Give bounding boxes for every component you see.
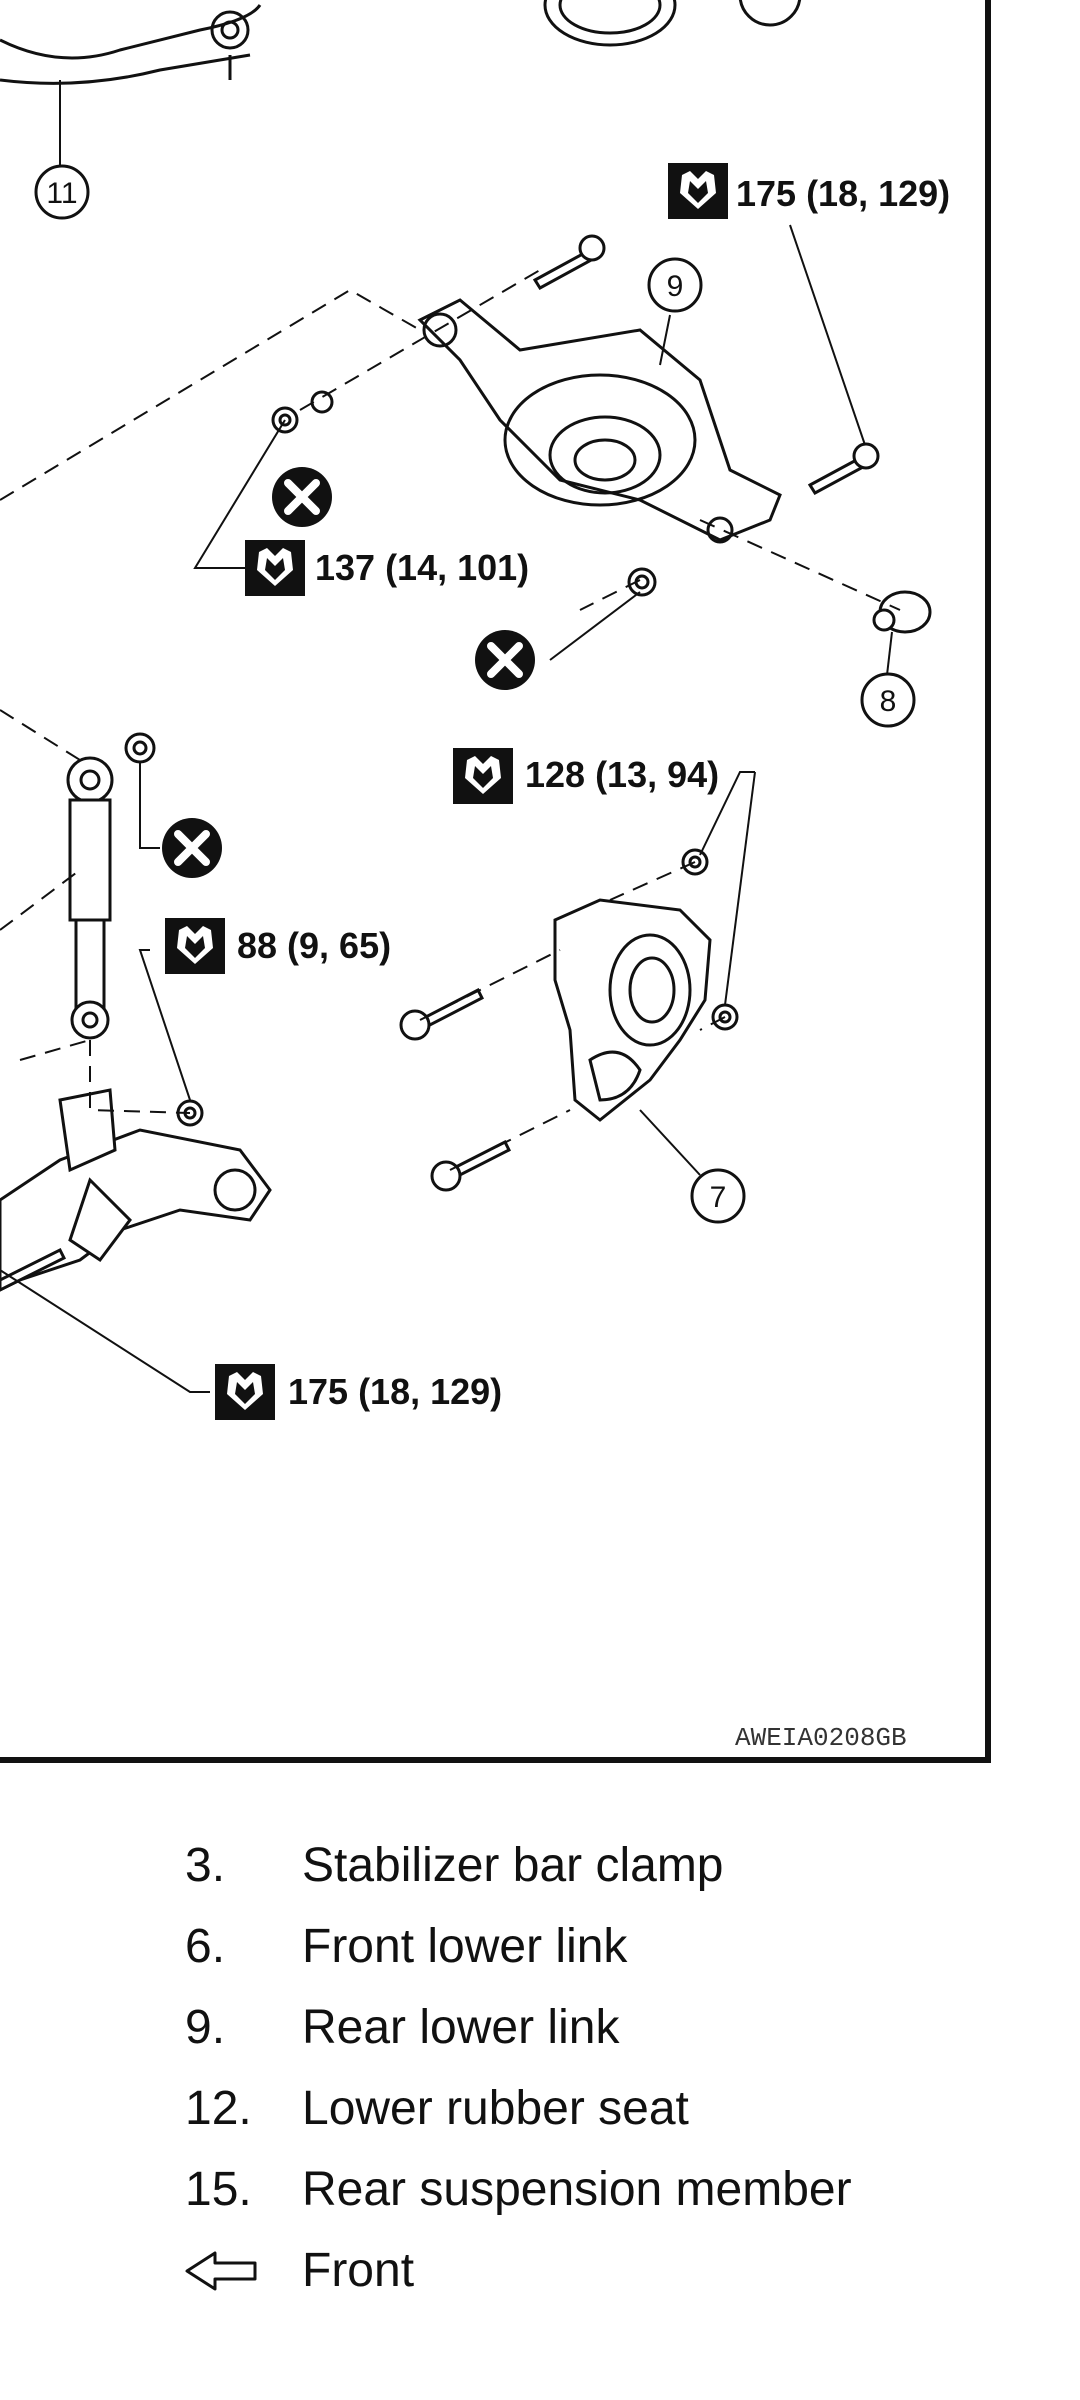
wrench-icon [668, 163, 728, 219]
wrench-icon [453, 748, 513, 804]
legend-item-front: Front [185, 2230, 1045, 2311]
callout-9: 9 [647, 257, 703, 313]
legend-number: 9. [185, 2001, 226, 2054]
legend-number: 3. [185, 1839, 226, 1892]
callout-11: 11 [34, 164, 90, 220]
shock-absorber-part [66, 756, 114, 1040]
callout-7: 7 [690, 1168, 746, 1224]
torque-callout-4: 88 (9, 65) [165, 918, 391, 974]
torque-callout-3: 128 (13, 94) [453, 748, 719, 804]
wrench-icon [165, 918, 225, 974]
legend-number: 6. [185, 1920, 226, 1973]
svg-text:137 (14, 101): 137 (14, 101) [315, 547, 529, 588]
legend-number: 15. [185, 2163, 252, 2216]
front-lower-link-part [0, 1088, 272, 1292]
legend-label: Front lower link [302, 1920, 628, 1973]
no-reuse-x-icon [272, 467, 332, 527]
legend-label: Rear suspension member [302, 2163, 852, 2216]
legend-item: 6. Front lower link [185, 1906, 1045, 1987]
no-reuse-x-icon [475, 630, 535, 690]
bushing-part [872, 590, 932, 634]
legend-label: Stabilizer bar clamp [302, 1839, 724, 1892]
parts-legend: 3. Stabilizer bar clamp 6. Front lower l… [185, 1825, 1045, 2311]
diagram-frame [0, 0, 991, 1763]
legend-label: Rear lower link [302, 2001, 620, 2054]
callout-lines [0, 224, 893, 1393]
legend-item: 15. Rear suspension member [185, 2149, 1045, 2230]
svg-text:9: 9 [667, 270, 684, 303]
legend-item: 9. Rear lower link [185, 1987, 1045, 2068]
no-reuse-x-icon [162, 818, 222, 878]
svg-text:175 (18, 129): 175 (18, 129) [288, 1371, 502, 1412]
leader-lines [0, 269, 901, 1171]
torque-callout-1: 175 (18, 129) [668, 163, 950, 219]
callout-8: 8 [860, 672, 916, 728]
upper-link-part [0, 4, 262, 85]
wrench-icon [215, 1364, 275, 1420]
legend-label: Front [302, 2244, 415, 2297]
svg-text:128 (13, 94): 128 (13, 94) [525, 754, 719, 795]
wrench-icon [245, 540, 305, 596]
legend-label: Lower rubber seat [302, 2082, 689, 2135]
svg-text:8: 8 [880, 685, 897, 718]
legend-number: 12. [185, 2082, 252, 2135]
legend-item: 12. Lower rubber seat [185, 2068, 1045, 2149]
torque-callout-2: 137 (14, 101) [245, 540, 529, 596]
svg-text:11: 11 [46, 177, 77, 210]
legend-item: 3. Stabilizer bar clamp [185, 1825, 1045, 1906]
figure-code: AWEIA0208GB [735, 1723, 907, 1753]
rear-lower-link-part [417, 298, 782, 544]
torque-callout-5: 175 (18, 129) [215, 1364, 502, 1420]
svg-text:7: 7 [710, 1181, 727, 1214]
axle-knuckle-part [553, 898, 712, 1122]
suspension-exploded-diagram: 11 [0, 0, 991, 1763]
rubber-seat-part [543, 0, 677, 47]
svg-text:175 (18, 129): 175 (18, 129) [736, 173, 950, 214]
svg-text:88 (9, 65): 88 (9, 65) [237, 925, 391, 966]
front-arrow-icon [185, 2249, 302, 2293]
callout-12 [738, 0, 802, 27]
